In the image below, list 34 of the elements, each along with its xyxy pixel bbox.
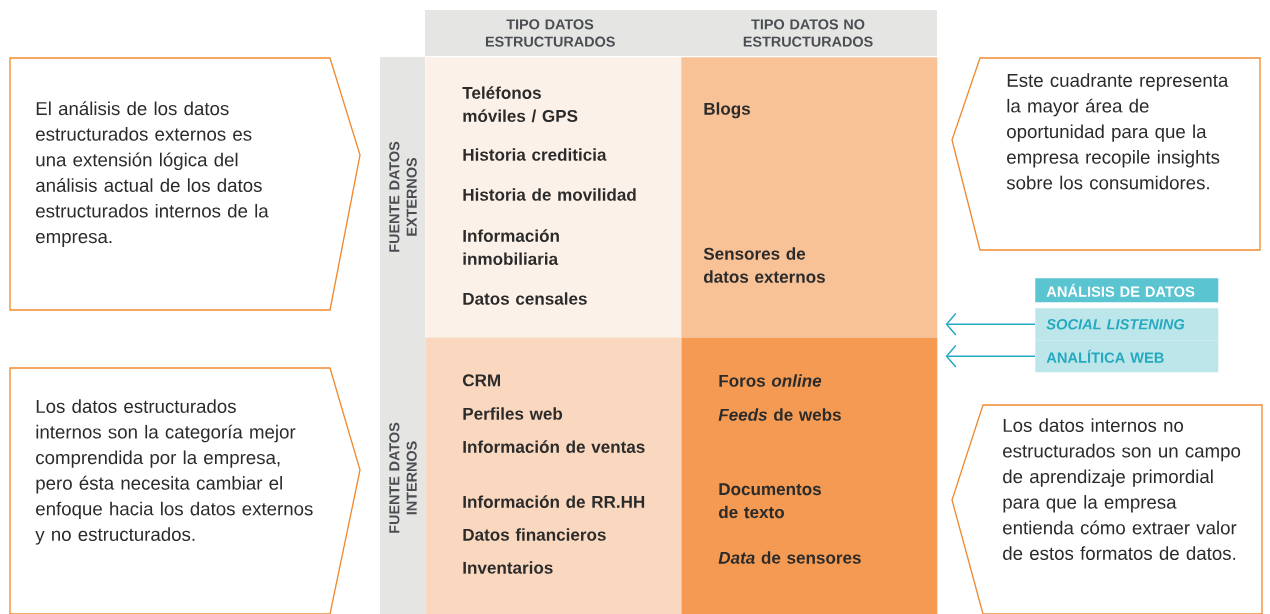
callout-box: Este cuadrante representa la mayor área de oportunidad para que la empresa recopile insights sobre los consumidores. [951, 57, 1261, 251]
item-label: Datos financieros [463, 528, 606, 541]
item-label: Data de sensores [718, 551, 861, 564]
quadrant [425, 337, 682, 614]
item-label: Historia de movilidad [463, 188, 636, 201]
item-label: Feeds de webs [718, 408, 841, 421]
item-label: Información de RR.HH [463, 495, 645, 508]
item-label: Inventarios [463, 561, 553, 574]
row-header: FUENTE DATOS INTERNOS [389, 422, 417, 533]
quadrant [425, 57, 682, 338]
item-label: Foros online [719, 374, 822, 387]
node-label: SOCIAL LISTENING [1046, 319, 1185, 330]
callout-box: El análisis de los datos estructurados externos es una extensión lógica del análisis actual de los datos estructurados internos de la empresa. [9, 57, 361, 311]
arrow [945, 312, 1036, 336]
item-label: Blogs [704, 102, 750, 119]
quadrant [681, 337, 938, 614]
item-label: Sensores de datos externos [703, 247, 825, 283]
item-label: Historia crediticia [463, 148, 607, 161]
item-label: Perfiles web [463, 407, 563, 420]
item-label: Teléfonos móviles / GPS [462, 86, 578, 123]
callout-box: Los datos internos no estructurados son un campo de aprendizaje primordial para que la empresa entienda cómo extraer valor de estos formatos de datos. [951, 404, 1263, 614]
callout-box: Los datos estructurados internos son la categoría mejor comprendida por la empresa, pero ésta necesita cambiar el enfoque hacia los datos externos y no estructurados. [9, 367, 361, 614]
item-label: CRM [462, 374, 500, 387]
arrow [945, 344, 1036, 368]
item-label: Documentos de texto [718, 483, 821, 519]
row-header: FUENTE DATOS EXTERNOS [389, 141, 417, 252]
analysis-band: SOCIAL LISTENING [1035, 308, 1219, 341]
analysis-band: ANÁLISIS DE DATOS [1035, 278, 1219, 303]
item-label: Información inmobiliaria [463, 229, 559, 265]
quadrant [681, 57, 938, 338]
item-label: Información de ventas [463, 440, 645, 453]
analysis-band: ANALÍTICA WEB [1035, 340, 1219, 373]
item-label: Datos censales [463, 292, 587, 305]
node-label: ANALÍTICA WEB [1046, 349, 1164, 363]
